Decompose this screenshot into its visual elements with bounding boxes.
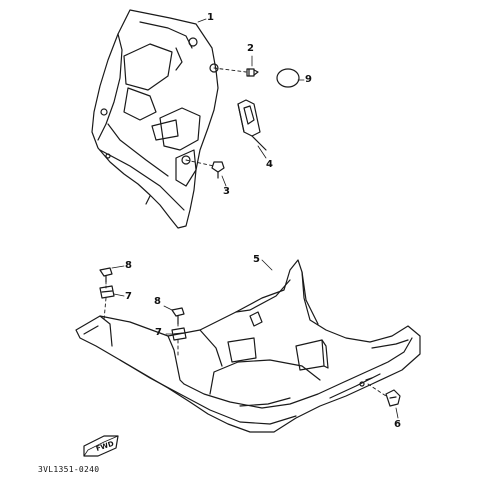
callout-7-left: 7	[125, 291, 132, 302]
fastener-lead-line-2	[213, 67, 247, 73]
leader-4	[257, 145, 267, 159]
callout-4: 4	[266, 159, 273, 170]
callout-9: 9	[305, 74, 312, 85]
emblem-9-part	[276, 68, 300, 88]
forward-direction-marker: FWD	[83, 435, 119, 457]
callout-8-left: 8	[125, 260, 132, 271]
screw-2-part	[246, 68, 259, 77]
callout-6: 6	[394, 419, 401, 430]
callout-leaders	[111, 18, 399, 419]
lead-line-6	[367, 383, 387, 397]
leg-shield-part	[91, 9, 219, 229]
leader-8-left	[111, 265, 125, 269]
callout-2: 2	[247, 43, 254, 54]
leader-3	[221, 175, 227, 187]
callout-1: 1	[207, 12, 214, 23]
screw-8-center-part	[171, 307, 185, 325]
leader-7-left	[113, 293, 125, 297]
bottom-cover-part	[75, 259, 421, 433]
screw-6-part	[385, 389, 401, 407]
screw-3-part	[211, 161, 225, 179]
lead-line-7-left	[103, 297, 107, 321]
callout-5: 5	[253, 254, 260, 265]
callout-3: 3	[223, 186, 230, 197]
leader-6	[395, 407, 399, 419]
callout-7-center: 7	[155, 327, 162, 338]
clip-nut-7-left-part	[99, 285, 115, 299]
leader-5	[261, 259, 273, 271]
clip-nut-7-center-part	[171, 327, 187, 341]
bracket-4-part	[237, 99, 267, 151]
leader-1	[197, 18, 207, 23]
callout-8-center: 8	[154, 296, 161, 307]
screw-8-left-part	[99, 267, 113, 283]
diagram-reference-code: 3VL1351-0240	[38, 465, 100, 474]
fastener-lead-line-3	[185, 159, 215, 167]
leader-8-center	[163, 305, 173, 311]
